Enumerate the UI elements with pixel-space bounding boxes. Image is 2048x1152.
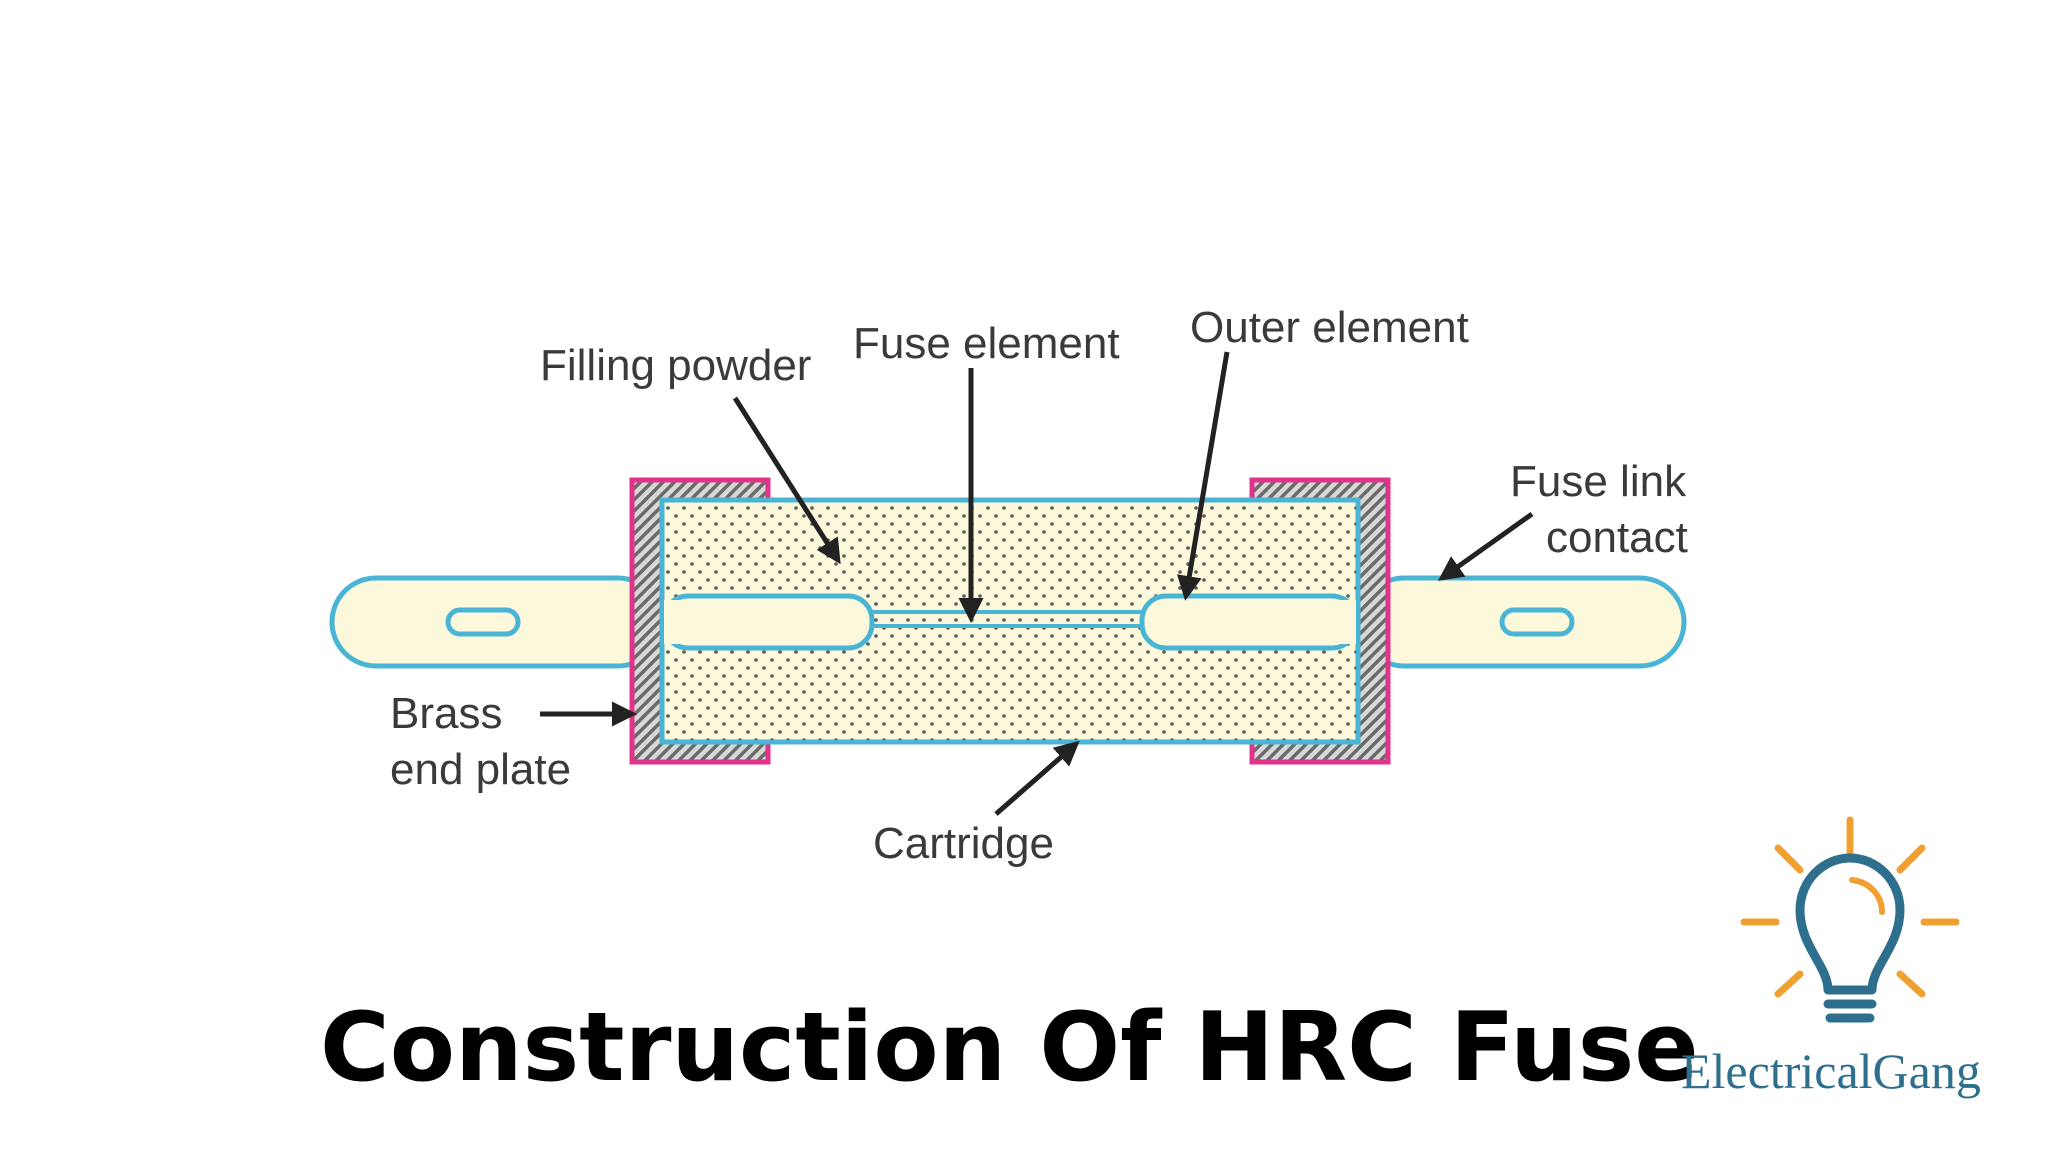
label-fuse-link-contact-line1: Fuse link [1510,457,1687,506]
arrow-outer-element [1176,351,1230,601]
label-outer-element: Outer element [1190,303,1469,352]
arrow-filling-powder [732,396,841,565]
fuse-element [661,593,1359,651]
right-contact-blade [1357,575,1687,669]
arrow-cartridge [994,740,1080,816]
page-title: Construction Of HRC Fuse [320,993,1699,1103]
label-cartridge: Cartridge [873,819,1054,868]
logo: ElectricalGang [1681,816,1981,1099]
label-fuse-element: Fuse element [853,319,1120,368]
leader-arrows [540,351,1534,816]
arrow-fuse-link-contact [1437,511,1534,581]
left-contact-blade [329,575,665,669]
logo-text: ElectricalGang [1681,1043,1981,1099]
label-filling-powder: Filling powder [540,341,811,390]
label-fuse-link-contact-line2: contact [1546,513,1688,562]
label-brass-end-plate-line1: Brass [390,689,502,738]
label-brass-end-plate-line2: end plate [390,745,571,794]
lightbulb-icon [1740,816,1960,1023]
